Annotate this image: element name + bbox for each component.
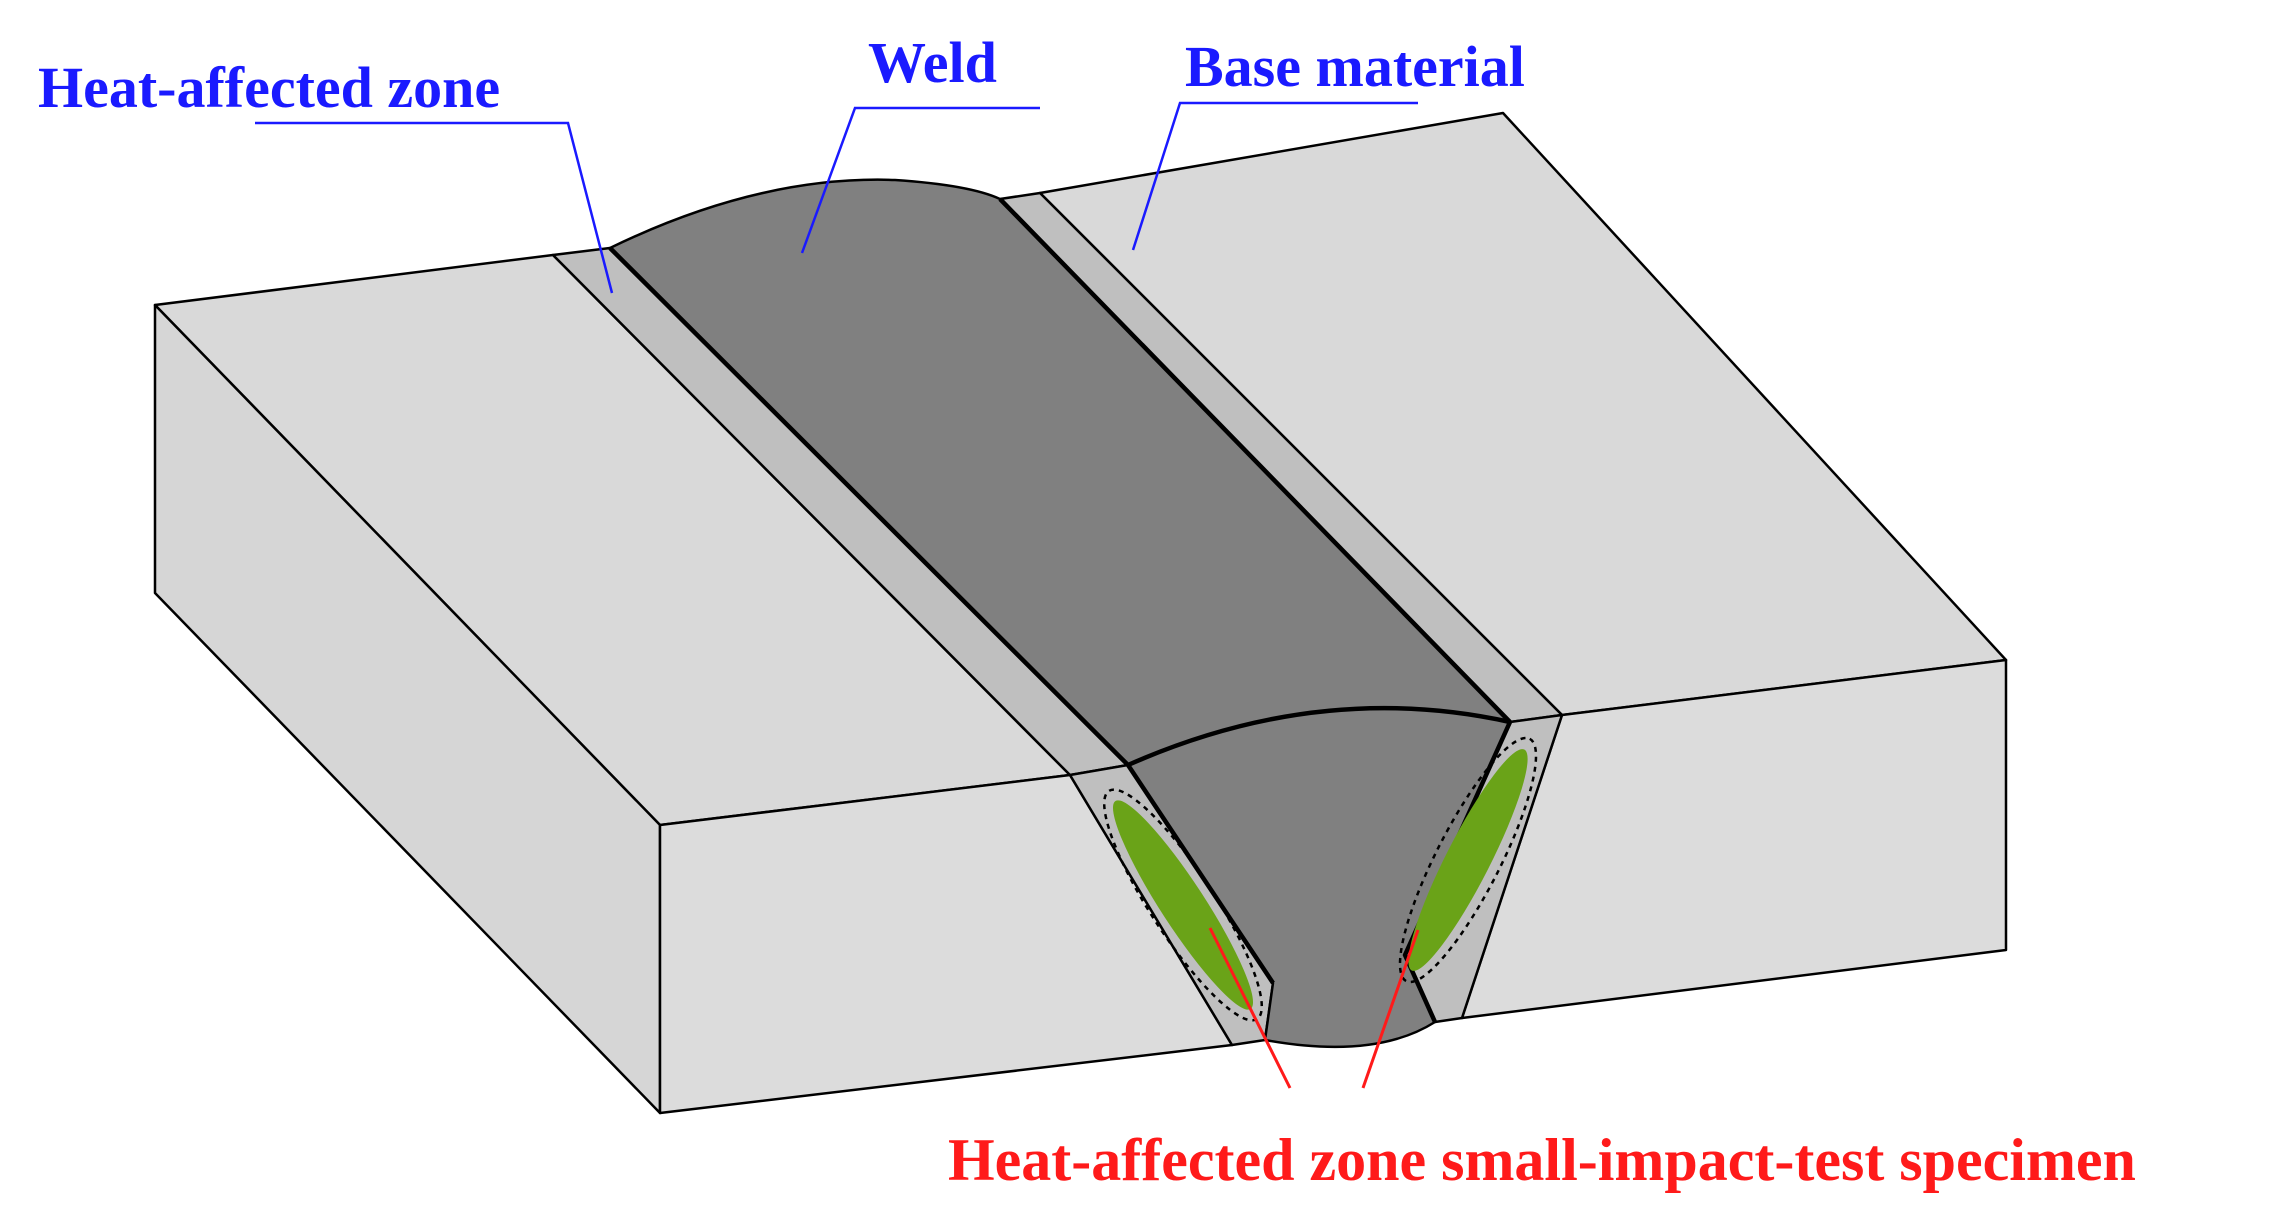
leader-base-material [1131,101,1418,251]
specimen-right-outline [1398,736,1538,984]
label-base-material: Base material [1185,34,1525,99]
specimen-left-fill [1112,800,1254,1010]
leader-specimen-left [1208,927,1292,1089]
leader-weld [800,106,1040,254]
label-specimen: Heat-affected zone small-impact-test spe… [948,1127,2136,1193]
specimen-right [1398,736,1538,984]
leader-haz-top [255,121,614,294]
leader-specimen-right [1361,929,1420,1089]
label-heat-affected-zone: Heat-affected zone [38,55,500,120]
weld-cap-front [1127,705,1511,768]
specimen-right-fill [1408,749,1528,971]
left-base-plate [153,253,1234,1115]
label-weld: Weld [868,30,997,95]
